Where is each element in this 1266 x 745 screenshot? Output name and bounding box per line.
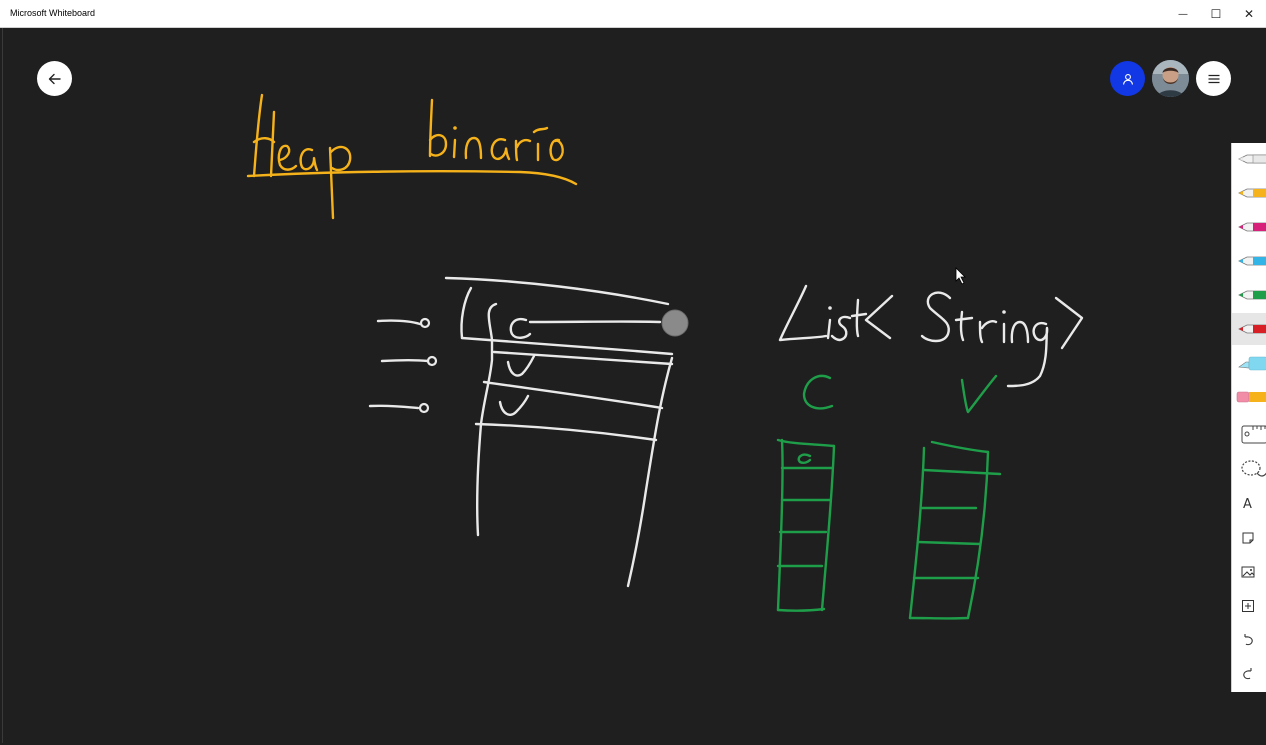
heap-binario-handwriting <box>246 93 578 220</box>
arrow-left-icon <box>48 73 61 84</box>
ruler-tool[interactable] <box>1232 418 1266 450</box>
redo-button[interactable] <box>1232 658 1266 690</box>
pen-red-icon <box>1238 324 1266 334</box>
highlighter-icon <box>1238 356 1266 371</box>
pen-yellow-tool[interactable] <box>1232 177 1266 209</box>
pen-yellow-icon <box>1238 188 1266 198</box>
ruler-icon <box>1241 425 1266 444</box>
text-tool[interactable]: A <box>1232 488 1266 520</box>
redo-icon <box>1242 668 1252 680</box>
text-icon: A <box>1243 496 1252 512</box>
pen-red-tool[interactable] <box>1232 313 1266 345</box>
image-icon <box>1241 566 1254 578</box>
eraser-icon <box>1236 391 1266 403</box>
eraser-tool[interactable] <box>1232 381 1266 413</box>
minimize-button[interactable]: — <box>1166 0 1200 28</box>
pen-magenta-icon <box>1238 222 1266 232</box>
pen-magenta-tool[interactable] <box>1232 211 1266 243</box>
pen-white-tool[interactable] <box>1232 143 1266 175</box>
add-icon <box>1241 600 1254 612</box>
whiteboard-canvas[interactable] <box>2 28 1266 743</box>
pen-cyan-tool[interactable] <box>1232 245 1266 277</box>
highlighter-tool[interactable] <box>1232 347 1266 379</box>
inking-toolbar: A <box>1231 143 1266 692</box>
maximize-icon: ☐ <box>1210 7 1222 21</box>
person-icon <box>1122 73 1133 85</box>
lasso-icon <box>1241 460 1266 477</box>
sticky-note-icon <box>1242 532 1253 544</box>
pen-green-icon <box>1238 290 1266 300</box>
user-avatar[interactable] <box>1152 60 1189 97</box>
undo-icon <box>1243 634 1253 646</box>
list-string-handwriting <box>778 284 1084 388</box>
menu-button[interactable] <box>1196 61 1231 96</box>
window-title: Microsoft Whiteboard <box>10 8 96 18</box>
hamburger-menu-icon <box>1208 74 1219 83</box>
close-icon: ✕ <box>1243 7 1255 21</box>
lasso-tool[interactable] <box>1232 453 1266 485</box>
close-button[interactable]: ✕ <box>1232 0 1266 28</box>
maximize-button[interactable]: ☐ <box>1199 0 1233 28</box>
heap-diagram <box>368 276 674 588</box>
sticky-note-tool[interactable] <box>1232 522 1266 554</box>
title-bar: Microsoft Whiteboard — ☐ ✕ <box>0 0 1266 28</box>
back-button[interactable] <box>37 61 72 96</box>
image-tool[interactable] <box>1232 556 1266 588</box>
share-button[interactable] <box>1110 61 1145 96</box>
add-tool[interactable] <box>1232 590 1266 622</box>
avatar-image <box>1152 60 1189 97</box>
minimize-icon: — <box>1178 8 1188 20</box>
pen-white-icon <box>1238 154 1266 164</box>
pen-green-tool[interactable] <box>1232 279 1266 311</box>
green-arrays <box>776 374 1002 620</box>
undo-button[interactable] <box>1232 624 1266 656</box>
pen-cyan-icon <box>1238 256 1266 266</box>
